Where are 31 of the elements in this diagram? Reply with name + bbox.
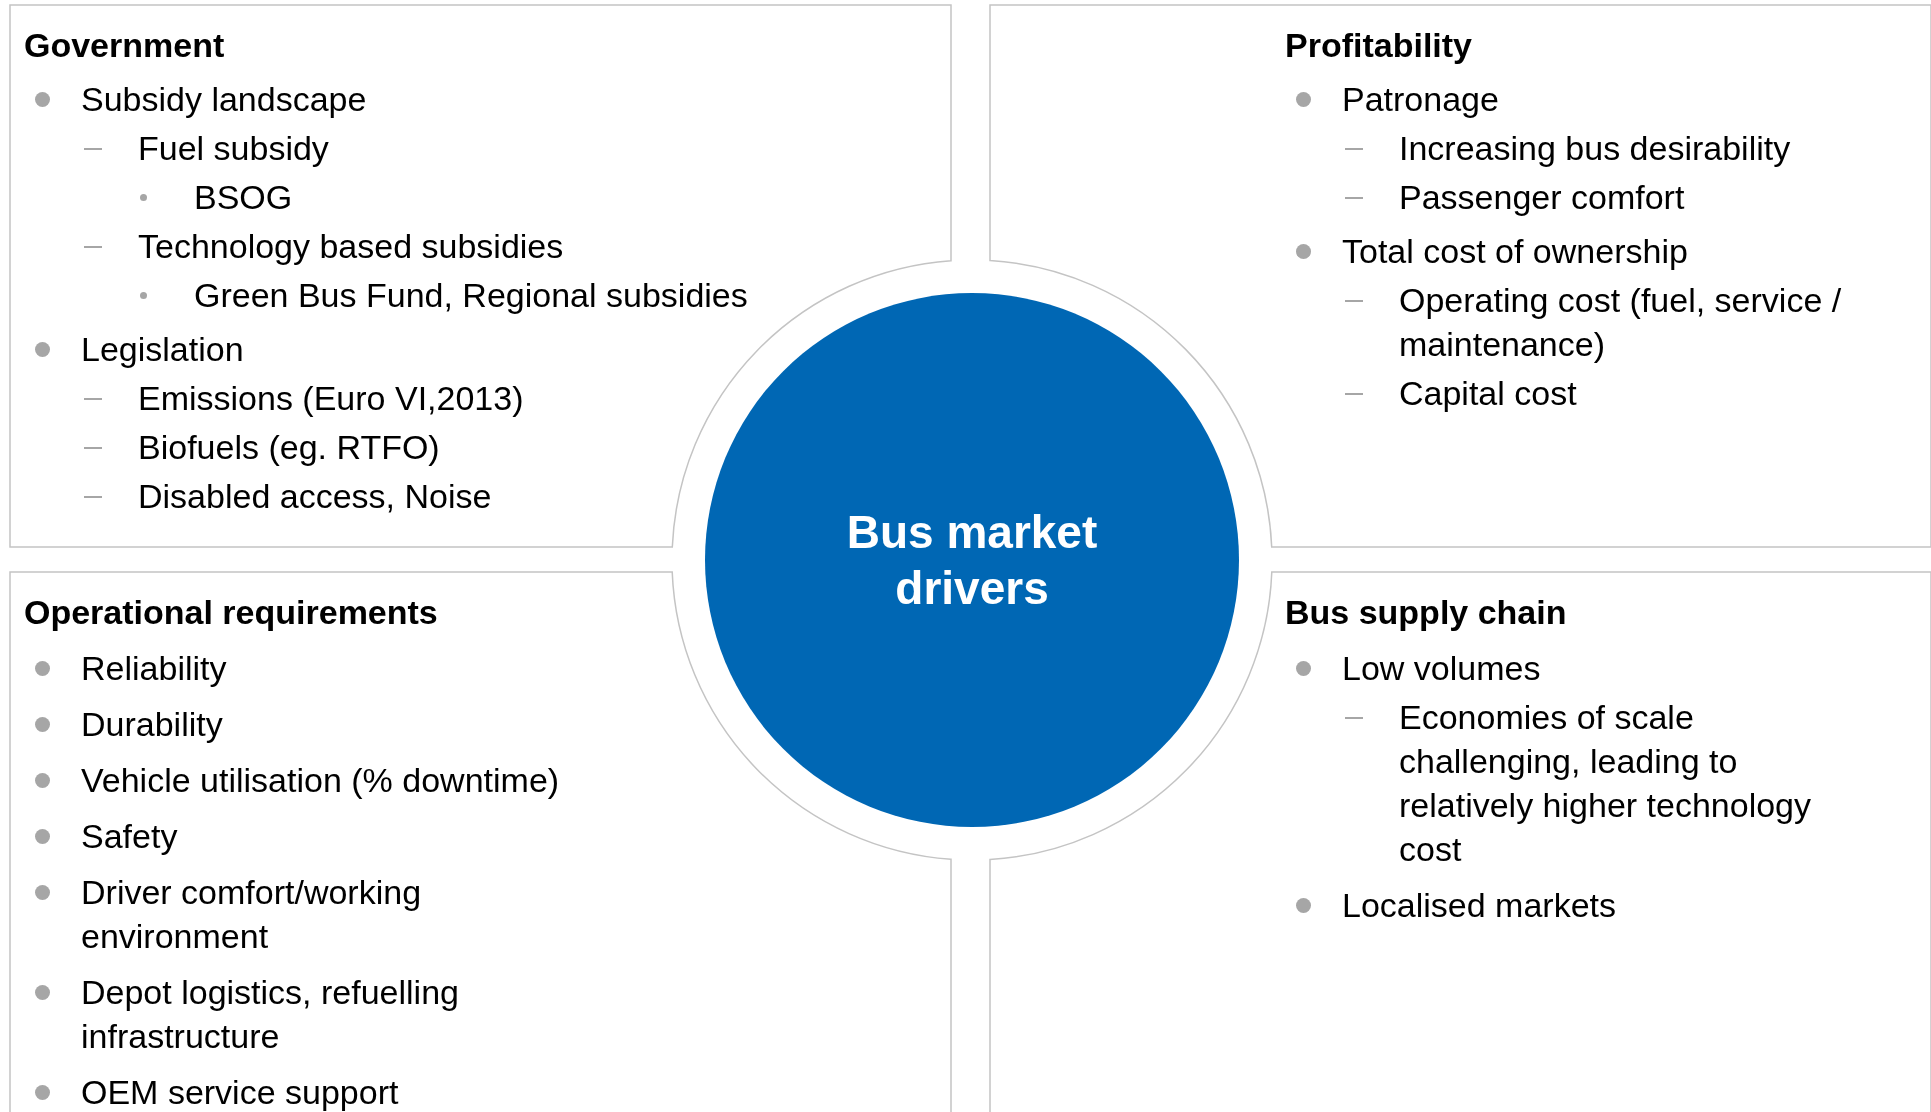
list-item-text: Vehicle utilisation (% downtime) [81,760,560,801]
list-item-text: Capital cost [1399,373,1577,414]
list-item-text: Reliability [81,648,227,689]
list-item-text: Increasing bus desirability [1399,128,1791,169]
list-item-text: Biofuels (eg. RTFO) [138,427,440,468]
section-heading: Government [24,25,225,66]
list-item-text: Economies of scale challenging, leading to relatively higher technology cost [1399,697,1813,870]
list-item-text: Total cost of ownership [1342,231,1688,272]
section-heading: Bus supply chain [1285,592,1567,633]
quadrant-panel [10,5,951,547]
section-heading: Operational requirements [24,592,438,633]
list-item-text: OEM service support [81,1072,399,1112]
list-item-text: Safety [81,816,178,857]
list-item-text: Disabled access, Noise [138,476,492,517]
list-item-text: Localised markets [1342,885,1616,926]
list-item-text: Subsidy landscape [81,79,367,120]
list-item-text: Passenger comfort [1399,177,1685,218]
section-heading: Profitability [1285,25,1473,66]
list-item-text: Emissions (Euro VI,2013) [138,378,524,419]
circle-title: Bus market drivers [845,505,1099,616]
list-item-text: Green Bus Fund, Regional subsidies [194,275,748,316]
list-item-text: Low volumes [1342,648,1541,689]
list-item-text: Durability [81,704,223,745]
list-item-text: Legislation [81,329,244,370]
list-item-text: Technology based subsidies [138,226,564,267]
list-item-text: Fuel subsidy [138,128,329,169]
list-item-text: Patronage [1342,79,1499,120]
list-item-text: Depot logistics, refuelling infrastructure [81,972,460,1057]
list-item-text: Operating cost (fuel, service / maintenance) [1399,280,1843,365]
list-item-text: BSOG [194,177,293,218]
list-item-text: Driver comfort/working environment [81,872,423,957]
